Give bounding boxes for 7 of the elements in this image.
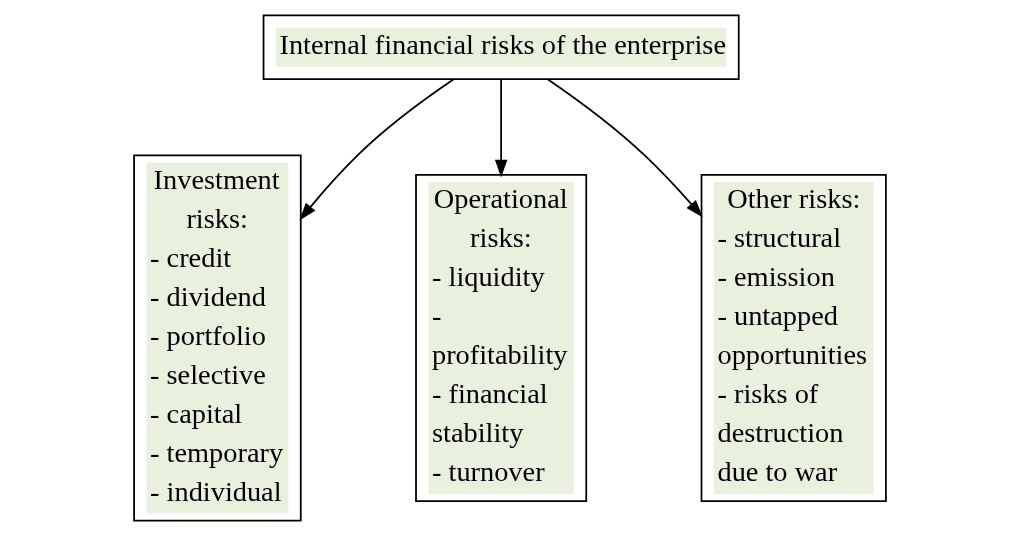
- node-box: Investment risks: - credit - dividend - portfolio - selective - capital - temporary - individual: [132, 154, 302, 522]
- arrow: [298, 78, 454, 221]
- node-box: Operational risks: - liquidity - profitability - financial stability - turnover: [414, 174, 587, 503]
- arrow: [546, 78, 703, 218]
- arrow: [494, 78, 507, 178]
- node-box: Other risks: - structural - emission - untapped opportunities - risks of destruction due to war: [700, 174, 887, 503]
- node-box: Internal financial risks of the enterprise: [262, 14, 740, 81]
